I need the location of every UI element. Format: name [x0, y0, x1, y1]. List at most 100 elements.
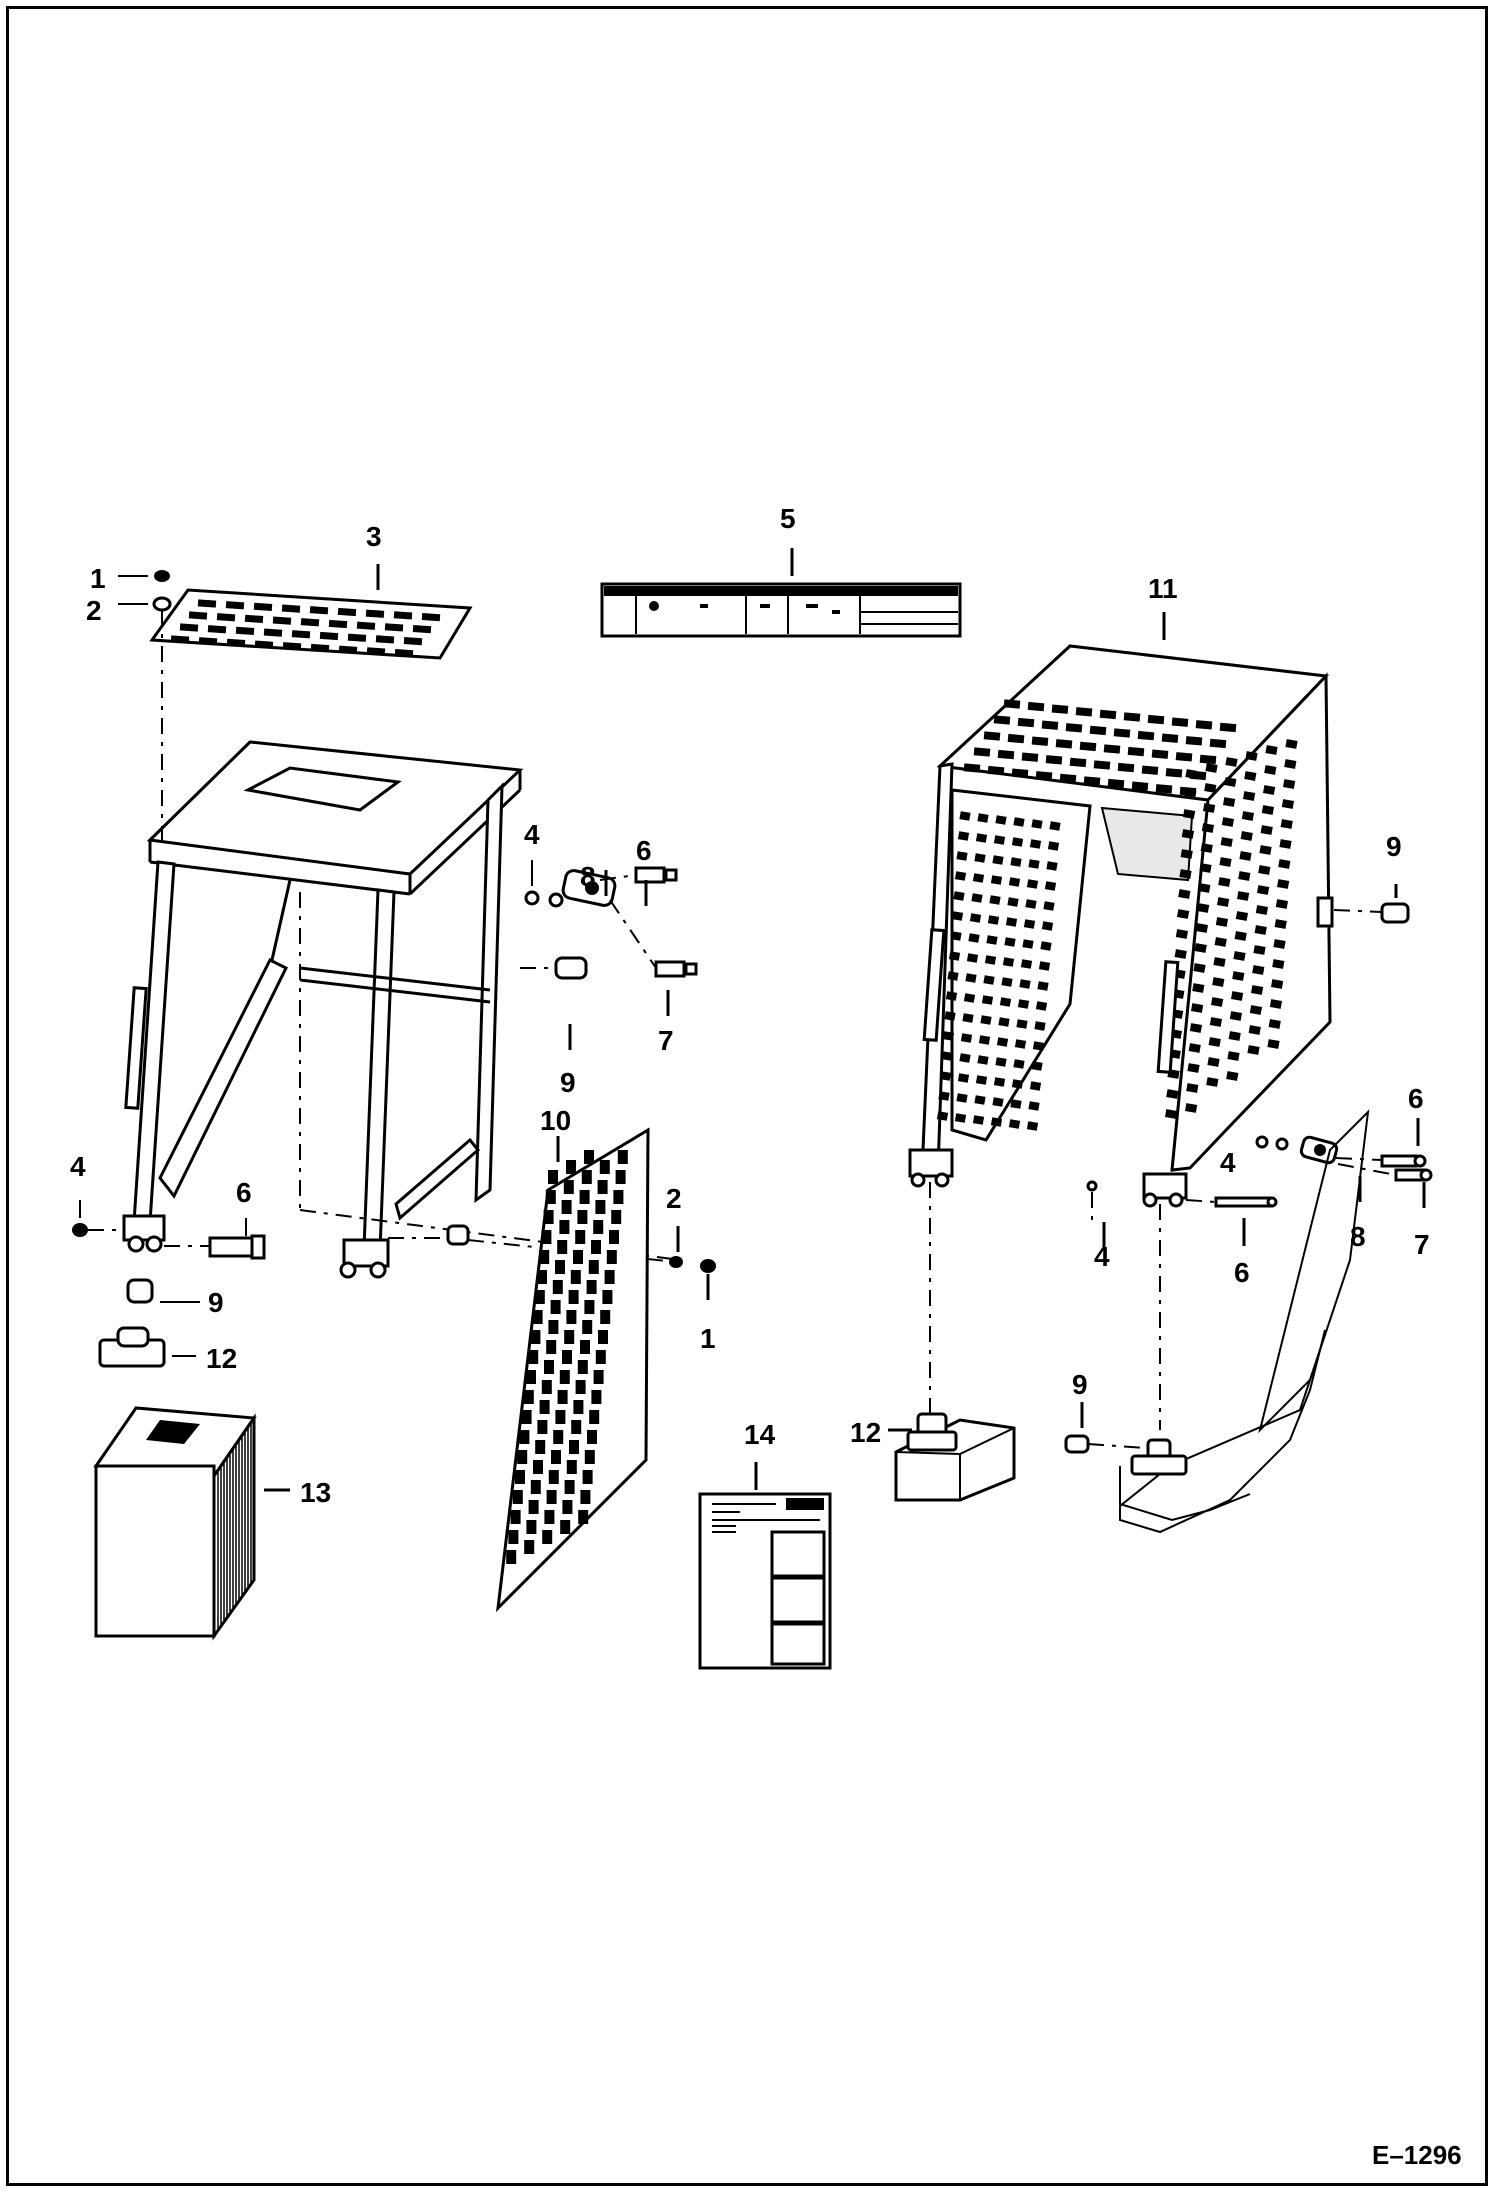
slot — [1272, 959, 1285, 969]
slot — [956, 1093, 968, 1103]
slot — [1264, 765, 1277, 775]
figure-reference: E–1296 — [1372, 2140, 1462, 2170]
slot — [1270, 979, 1284, 989]
slot — [1225, 757, 1238, 767]
slot — [562, 1350, 572, 1364]
slot — [598, 1330, 608, 1344]
slot — [945, 991, 958, 1001]
slot — [584, 1300, 595, 1314]
slot — [1241, 811, 1255, 821]
callout-12: 12 — [206, 1343, 237, 1374]
slot — [300, 618, 320, 627]
slot — [983, 975, 995, 985]
slot — [611, 1210, 622, 1224]
slot — [589, 1410, 600, 1424]
slot — [1280, 819, 1293, 829]
slot — [1252, 965, 1265, 975]
slot — [235, 626, 255, 636]
slot — [1285, 739, 1298, 749]
slot — [615, 1170, 626, 1184]
slot — [1010, 857, 1022, 867]
slot — [1187, 1063, 1200, 1073]
slot — [526, 1370, 536, 1384]
slot — [1207, 1057, 1220, 1067]
slot — [188, 611, 208, 620]
callout-10: 10 — [540, 1105, 571, 1136]
slot — [969, 913, 982, 923]
slot — [197, 599, 217, 608]
slot — [555, 1260, 565, 1274]
slot — [951, 911, 964, 921]
slot — [1103, 744, 1121, 754]
slot — [975, 833, 988, 843]
slot — [1047, 841, 1060, 851]
slot — [1265, 745, 1278, 755]
slot — [375, 635, 395, 644]
callout-8: 8 — [1350, 1221, 1366, 1252]
callout-4: 4 — [1220, 1147, 1236, 1178]
slot — [1184, 1103, 1198, 1113]
slot — [584, 1150, 594, 1164]
slot — [1274, 919, 1287, 929]
slot — [957, 831, 970, 841]
slot — [1224, 777, 1237, 787]
slot — [1208, 1037, 1221, 1047]
slot — [1007, 897, 1019, 907]
callout-5: 5 — [780, 503, 796, 534]
slot — [1017, 999, 1030, 1009]
slot — [1195, 720, 1213, 730]
slot — [1083, 776, 1101, 786]
slot — [998, 1017, 1010, 1027]
slot — [1165, 768, 1183, 778]
slot — [995, 815, 1007, 825]
slot — [263, 628, 283, 637]
slot — [524, 1540, 535, 1554]
slot — [597, 1180, 608, 1194]
slot — [1011, 837, 1024, 847]
slot — [972, 873, 985, 883]
slot — [555, 1410, 566, 1424]
rops-frame-left — [122, 740, 524, 1279]
slot — [1020, 959, 1033, 969]
slot — [992, 1097, 1004, 1107]
slot — [941, 1051, 953, 1061]
slot — [347, 633, 367, 642]
slot — [541, 1230, 552, 1244]
slot — [1075, 707, 1093, 717]
slot — [575, 1380, 586, 1394]
slot — [1238, 871, 1251, 881]
slot — [517, 1450, 528, 1464]
slot — [1185, 736, 1203, 746]
slot — [1240, 831, 1253, 841]
slot — [1021, 752, 1039, 762]
slot — [1141, 765, 1159, 775]
slot — [1051, 704, 1069, 714]
slot — [986, 935, 998, 945]
slot — [962, 1013, 974, 1023]
slot — [1205, 763, 1218, 773]
slot — [1026, 1121, 1039, 1131]
slot — [553, 1430, 564, 1444]
slot — [170, 635, 190, 644]
slot — [244, 614, 264, 624]
slot — [1232, 971, 1245, 981]
slot — [521, 1410, 532, 1424]
slot — [580, 1340, 590, 1354]
slot — [1034, 1021, 1046, 1031]
slot — [1032, 1041, 1045, 1051]
slot — [1137, 730, 1155, 741]
canopy-cover-box — [93, 1406, 257, 1641]
slot — [959, 1053, 971, 1063]
slot — [506, 1550, 517, 1564]
slot — [1028, 1101, 1040, 1111]
slot — [997, 749, 1015, 760]
slot — [1001, 977, 1013, 987]
slot — [566, 1160, 576, 1174]
slot — [950, 931, 962, 941]
slot — [1031, 1061, 1043, 1071]
slot — [291, 630, 311, 639]
slot — [1182, 809, 1196, 819]
slot — [1031, 819, 1043, 829]
slot — [1175, 752, 1193, 762]
slot — [1008, 1119, 1021, 1129]
